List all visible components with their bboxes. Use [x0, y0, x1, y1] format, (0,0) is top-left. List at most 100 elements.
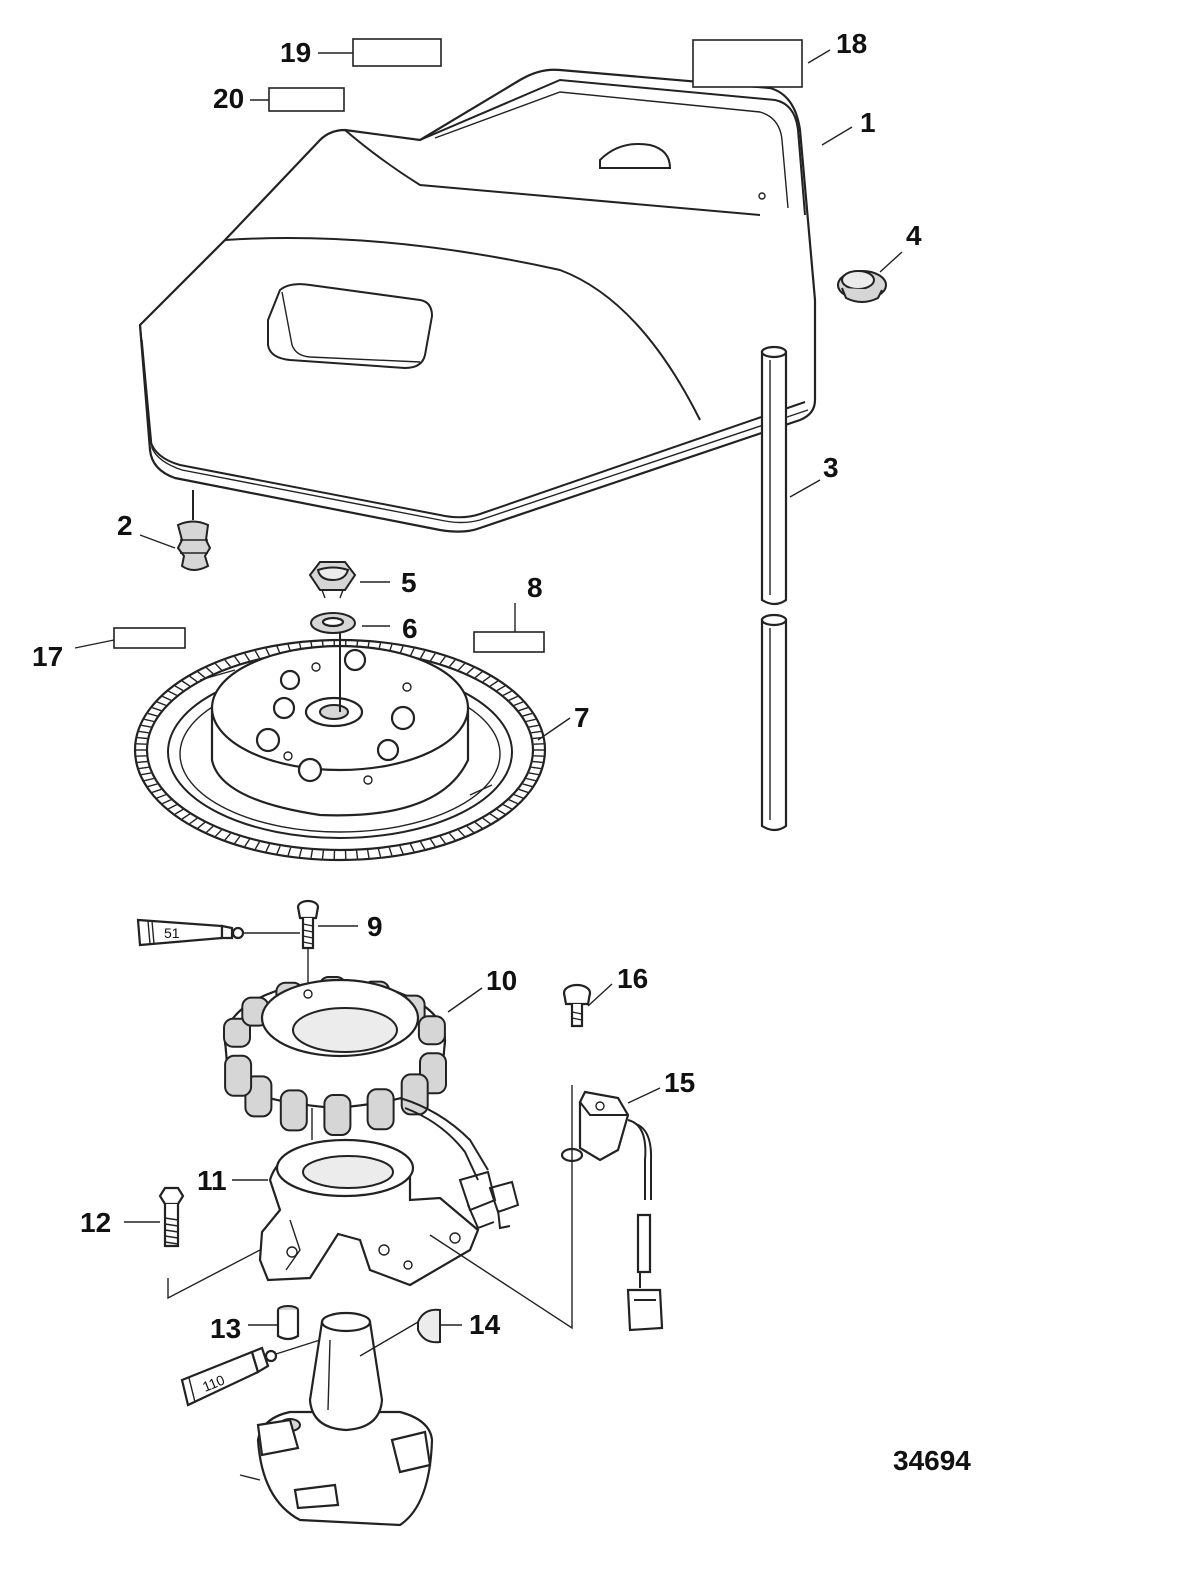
- gear-tooth: [496, 808, 506, 815]
- callout-7: 7: [574, 702, 590, 733]
- washer: [310, 612, 356, 634]
- gear-tooth: [141, 724, 152, 728]
- gear-tooth: [181, 680, 191, 687]
- gear-tooth: [531, 766, 542, 770]
- gear-tooth: [224, 659, 232, 668]
- gear-tooth: [151, 706, 162, 712]
- callout-9: 9: [367, 911, 383, 942]
- label-box-18: [692, 39, 803, 88]
- gear-tooth: [197, 671, 206, 679]
- leader-lines: [74, 49, 903, 1326]
- callout-11: 11: [197, 1165, 227, 1196]
- grommet: [176, 490, 212, 571]
- bolt: [158, 1186, 185, 1248]
- gear-tooth: [205, 825, 214, 833]
- tube-label-51: 51: [164, 925, 180, 941]
- callout-19: 19: [280, 37, 311, 68]
- stator-pole: [224, 1054, 253, 1097]
- callout-6: 6: [402, 613, 418, 644]
- stator: [223, 976, 489, 1181]
- gear-tooth: [388, 847, 393, 856]
- stator-pole: [223, 1017, 251, 1048]
- gear-tooth: [448, 659, 456, 668]
- gear-tooth: [287, 847, 292, 856]
- flywheel: [133, 632, 547, 862]
- gear-tooth: [138, 766, 149, 770]
- top-cowl: [138, 68, 817, 533]
- gear-tooth: [409, 648, 415, 657]
- gear-tooth: [482, 817, 491, 825]
- gear-tooth: [399, 845, 404, 854]
- gear-tooth: [448, 832, 456, 841]
- callout-4: 4: [906, 220, 922, 251]
- gear-tooth: [513, 793, 524, 799]
- gear-tooth: [466, 667, 475, 675]
- stator-pole: [417, 1015, 446, 1046]
- gear-tooth: [528, 772, 539, 776]
- callout-3: 3: [823, 452, 839, 483]
- gear-tooth: [144, 777, 155, 782]
- gear-tooth: [310, 849, 314, 859]
- gear-tooth: [156, 793, 167, 799]
- gear-tooth: [298, 848, 303, 857]
- callout-18: 18: [836, 28, 867, 59]
- gear-tooth: [474, 821, 483, 829]
- stator-pole: [323, 1094, 352, 1136]
- sleeve: [276, 1305, 300, 1341]
- gear-tooth: [419, 841, 426, 850]
- callout-17: 17: [32, 641, 63, 672]
- gear-tooth: [321, 850, 325, 859]
- gear-tooth: [419, 650, 426, 659]
- screw: [562, 983, 592, 1028]
- callout-2: 2: [117, 510, 133, 541]
- gear-tooth: [168, 690, 178, 697]
- gear-tooth: [355, 850, 359, 859]
- flywheel-nut: [308, 561, 357, 599]
- lubricant-tube-110: 110: [180, 1339, 321, 1407]
- gear-tooth: [513, 701, 524, 707]
- gear-tooth: [276, 845, 281, 854]
- gear-tooth: [482, 675, 491, 683]
- gear-tooth: [508, 695, 518, 701]
- label-box-19: [352, 38, 442, 67]
- stator-pole: [400, 1073, 429, 1116]
- gear-tooth: [489, 680, 499, 687]
- gear-tooth: [174, 808, 184, 815]
- callout-15: 15: [664, 1067, 695, 1098]
- gear-tooth: [439, 656, 446, 664]
- gear-tooth: [214, 663, 223, 671]
- trigger-sensor: [560, 1090, 664, 1332]
- label-box-17: [113, 627, 186, 649]
- gear-tooth: [489, 813, 499, 820]
- gear-tooth: [144, 718, 155, 723]
- gear-tooth: [197, 821, 206, 829]
- gear-tooth: [502, 690, 512, 697]
- callout-14: 14: [469, 1309, 501, 1340]
- gear-tooth: [254, 650, 261, 659]
- plug: [837, 270, 887, 303]
- trigger-plate: [258, 1138, 520, 1287]
- callout-20: 20: [213, 83, 244, 114]
- gear-tooth: [189, 817, 198, 825]
- gear-tooth: [205, 667, 214, 675]
- gear-tooth: [496, 685, 506, 692]
- gear-tooth: [181, 813, 191, 820]
- gear-tooth: [474, 671, 483, 679]
- gear-tooth: [439, 836, 446, 844]
- gear-tooth: [189, 675, 198, 683]
- gear-tooth: [531, 730, 542, 734]
- label-boxes: [113, 38, 803, 653]
- gear-tooth: [234, 836, 241, 844]
- gear-tooth: [457, 829, 466, 837]
- gear-tooth: [518, 706, 529, 712]
- gear-tooth: [137, 760, 148, 764]
- tube-label-110: 110: [200, 1372, 227, 1395]
- gear-tooth: [522, 712, 533, 717]
- gear-tooth: [528, 724, 539, 728]
- gear-tooth: [429, 838, 436, 847]
- label-box-20: [268, 87, 345, 112]
- label-box-8: [473, 631, 545, 653]
- callout-numbers: 1 2 3 4 5 6 7 8 9 10 11 12 13 14 15 16 1…: [32, 28, 922, 1344]
- gear-tooth: [168, 803, 178, 810]
- stator-pole: [366, 1088, 395, 1131]
